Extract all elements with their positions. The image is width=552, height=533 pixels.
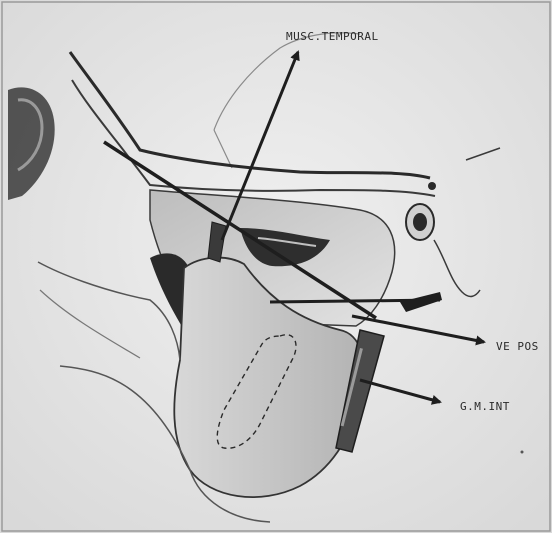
brow-dot xyxy=(428,182,436,190)
stray-mark xyxy=(521,451,524,454)
label-temporal: MUSC.TEMPORAL xyxy=(286,30,379,43)
orbital-pupil xyxy=(413,213,427,231)
label-ve-pos: VE POS xyxy=(496,340,539,353)
label-gm-int: G.M.INT xyxy=(460,400,510,413)
